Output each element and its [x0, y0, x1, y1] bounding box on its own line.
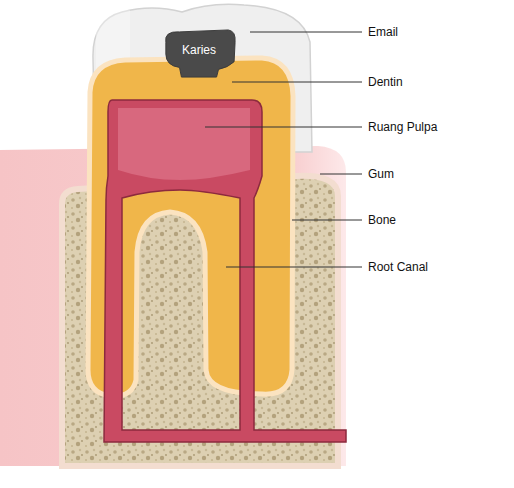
part-label: Bone [368, 213, 396, 227]
pulp [104, 100, 346, 442]
caries-region: Karies [160, 29, 238, 79]
leader-lines [205, 32, 362, 267]
part-label: Gum [368, 167, 394, 181]
pulp-highlight [118, 108, 250, 180]
part-label: Dentin [368, 75, 403, 89]
part-label: Email [368, 25, 398, 39]
caries-label: Karies [160, 29, 238, 57]
part-label: Ruang Pulpa [368, 120, 437, 134]
part-label: Root Canal [368, 260, 428, 274]
